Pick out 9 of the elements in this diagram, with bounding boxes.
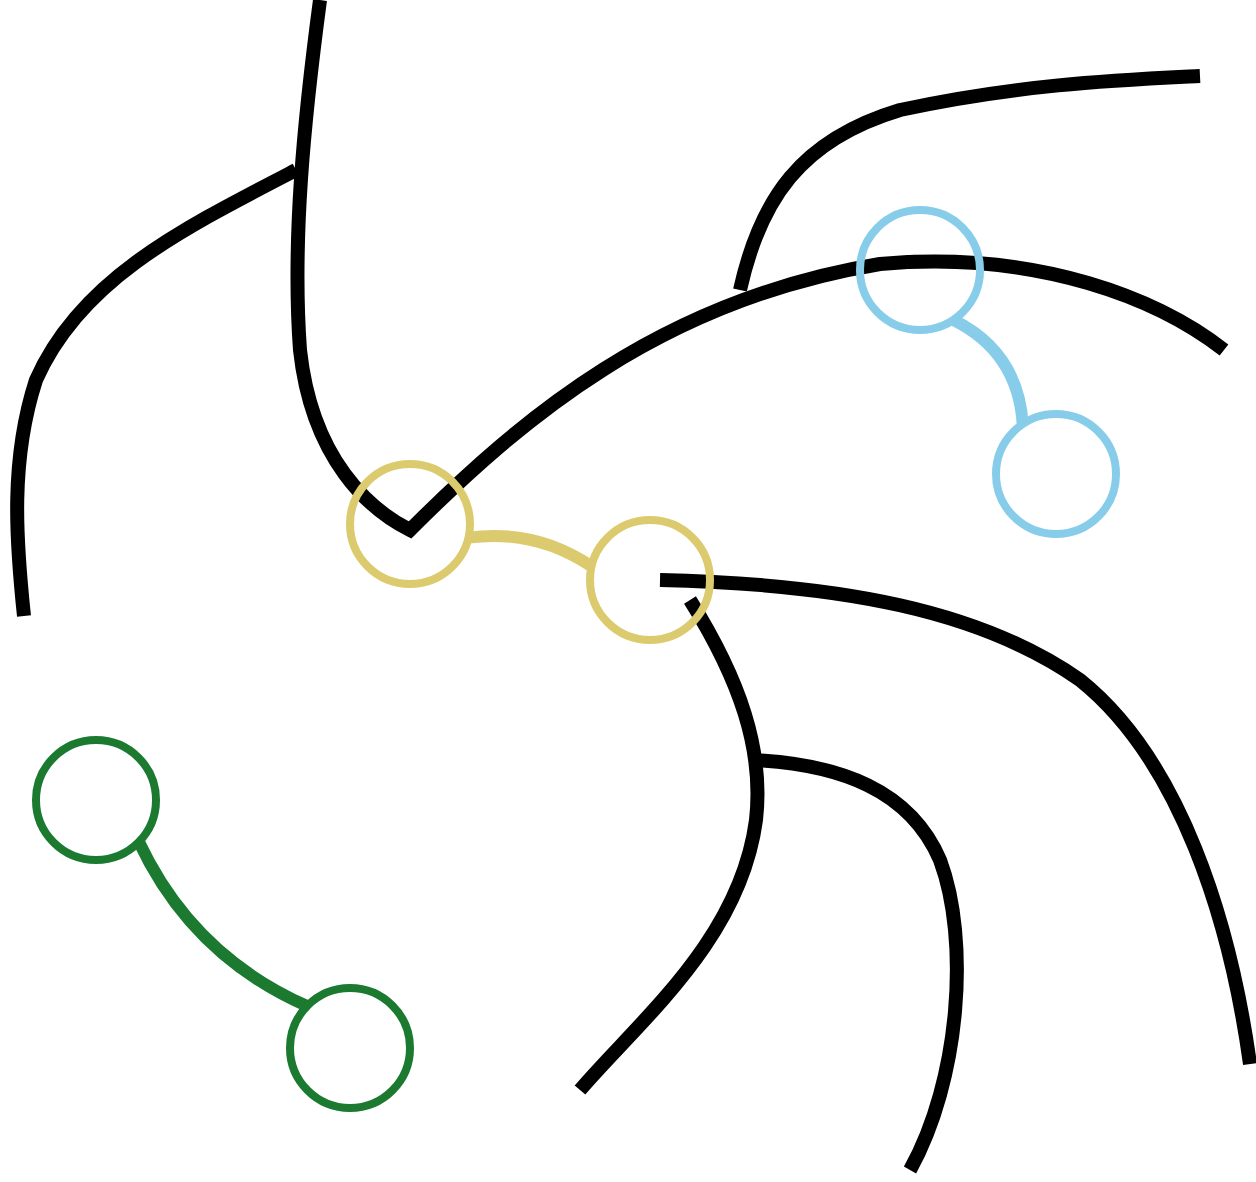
circle-marker <box>284 982 416 1114</box>
circle-marker <box>344 458 476 590</box>
circle-marker <box>30 734 162 866</box>
circle-marker <box>854 204 986 336</box>
connector-line <box>467 529 595 572</box>
circle-marker <box>584 514 716 646</box>
connector-line <box>950 314 1029 425</box>
circle-marker <box>990 408 1122 540</box>
connector-line <box>133 839 310 1012</box>
